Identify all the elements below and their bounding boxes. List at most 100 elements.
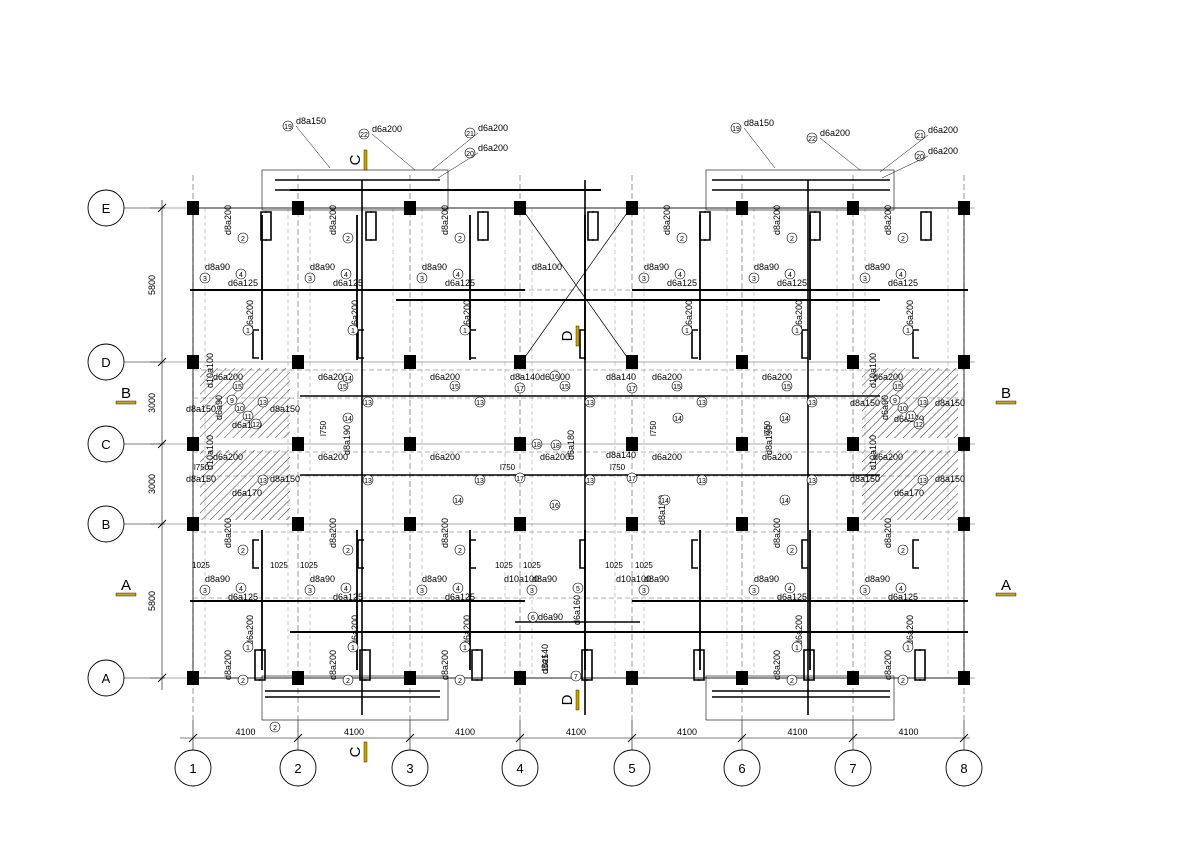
dim-label-x: 4100 bbox=[235, 727, 255, 737]
mark-number: 15 bbox=[339, 384, 347, 391]
section-bar bbox=[575, 689, 580, 711]
mark-number: 14 bbox=[454, 498, 462, 505]
mark-number: 15 bbox=[673, 384, 681, 391]
column bbox=[404, 201, 416, 215]
mark-circle bbox=[806, 474, 818, 486]
leader-number: 20 bbox=[916, 154, 924, 161]
rebar-lines bbox=[190, 179, 968, 715]
note-vertical: d8a200 bbox=[223, 205, 233, 235]
mark-number: 4 bbox=[456, 586, 460, 593]
mark-number: 1 bbox=[906, 645, 910, 652]
axis-bubble-x bbox=[174, 749, 212, 787]
note-mid: d6a200 bbox=[873, 452, 903, 462]
column bbox=[626, 201, 638, 215]
dim-tick bbox=[959, 733, 969, 743]
column bbox=[958, 437, 970, 451]
rebar-hook bbox=[587, 211, 594, 241]
rebar-hook bbox=[260, 211, 267, 241]
note-length: 1025 bbox=[541, 654, 550, 672]
mark-circle bbox=[449, 380, 461, 392]
note-bottom-bar: d8a90 bbox=[644, 574, 669, 584]
mark-circle bbox=[337, 380, 349, 392]
axis-bubble-x bbox=[945, 749, 983, 787]
rebar-hook bbox=[699, 211, 706, 241]
mark-number: 18 bbox=[552, 443, 560, 450]
axis-label-y: A bbox=[102, 671, 111, 686]
rebar-hook bbox=[920, 211, 927, 241]
column bbox=[187, 517, 199, 531]
mark-number: 4 bbox=[899, 586, 903, 593]
mark-number: 13 bbox=[919, 478, 927, 485]
note-vertical: d6a200 bbox=[462, 300, 472, 330]
mark-circle bbox=[242, 410, 254, 422]
note-mid: d6a200 bbox=[318, 372, 348, 382]
mark-circle bbox=[454, 232, 466, 244]
mark-number: 2 bbox=[901, 678, 905, 685]
mark-number: 3 bbox=[642, 276, 646, 283]
column bbox=[958, 671, 970, 685]
mark-number: 17 bbox=[516, 476, 524, 483]
mark-circle bbox=[572, 582, 584, 594]
mark-number: 3 bbox=[642, 588, 646, 595]
note-length: 1025 bbox=[635, 561, 653, 570]
mark-number: 17 bbox=[628, 476, 636, 483]
note-vertical: d6a200 bbox=[245, 300, 255, 330]
column bbox=[404, 355, 416, 369]
note-top-bar: d8a100 bbox=[532, 262, 562, 272]
note-side: d6a90 bbox=[214, 395, 224, 420]
mark-circle bbox=[459, 641, 471, 653]
axis-label-x: 3 bbox=[406, 761, 413, 776]
rebar-hook bbox=[357, 539, 364, 569]
note-mid: d6a200 bbox=[652, 372, 682, 382]
mark-circle bbox=[570, 670, 582, 682]
note-stair: d6a90 bbox=[538, 612, 563, 622]
dim-tick bbox=[405, 733, 415, 743]
mark-number: 12 bbox=[252, 422, 260, 429]
note-bottom-bar: d8a90 bbox=[754, 574, 779, 584]
mark-circle bbox=[237, 232, 249, 244]
mark-circle bbox=[917, 396, 929, 408]
mark-circle bbox=[779, 412, 791, 424]
mark-circle bbox=[671, 380, 683, 392]
mark-circle bbox=[226, 394, 238, 406]
mark-number: 13 bbox=[586, 478, 594, 485]
mark-circle bbox=[474, 396, 486, 408]
mark-circle bbox=[242, 641, 254, 653]
leader-number: 19 bbox=[284, 124, 292, 131]
column bbox=[514, 201, 526, 215]
rebar-hook bbox=[252, 329, 259, 359]
note-top-bar: d8a90 bbox=[644, 262, 669, 272]
leader-line bbox=[431, 132, 479, 171]
dim-label-x: 4100 bbox=[677, 727, 697, 737]
mark-number: 1 bbox=[463, 328, 467, 335]
mark-number: 2 bbox=[273, 725, 277, 732]
mark-circle bbox=[235, 582, 247, 594]
axis-label-x: 5 bbox=[628, 761, 635, 776]
mark-number: 2 bbox=[458, 678, 462, 685]
balcony-outline bbox=[261, 675, 449, 721]
dim-label-x: 4100 bbox=[566, 727, 586, 737]
balcony-outline bbox=[705, 675, 895, 721]
mark-circle bbox=[902, 324, 914, 336]
mark-circle bbox=[514, 382, 526, 394]
note-vertical: d6a200 bbox=[350, 300, 360, 330]
dim-tick bbox=[157, 673, 167, 683]
column bbox=[847, 437, 859, 451]
mark-circle bbox=[791, 641, 803, 653]
note-stair: d8a140 bbox=[606, 450, 636, 460]
note-mid: d6a200 bbox=[430, 452, 460, 462]
rebar-hook bbox=[925, 211, 932, 241]
leader-number: 20 bbox=[466, 151, 474, 158]
axis-label-x: 2 bbox=[294, 761, 301, 776]
mark-circle bbox=[347, 641, 359, 653]
mark-number: 4 bbox=[456, 272, 460, 279]
note-vertical: d8a200 bbox=[772, 650, 782, 680]
mark-number: 17 bbox=[628, 386, 636, 393]
note-vertical: d8a200 bbox=[328, 205, 338, 235]
rebar-hook bbox=[809, 211, 816, 241]
note-dist-bar: d6a125 bbox=[445, 278, 475, 288]
leader-circle bbox=[806, 132, 818, 144]
note-length: 1025 bbox=[605, 561, 623, 570]
